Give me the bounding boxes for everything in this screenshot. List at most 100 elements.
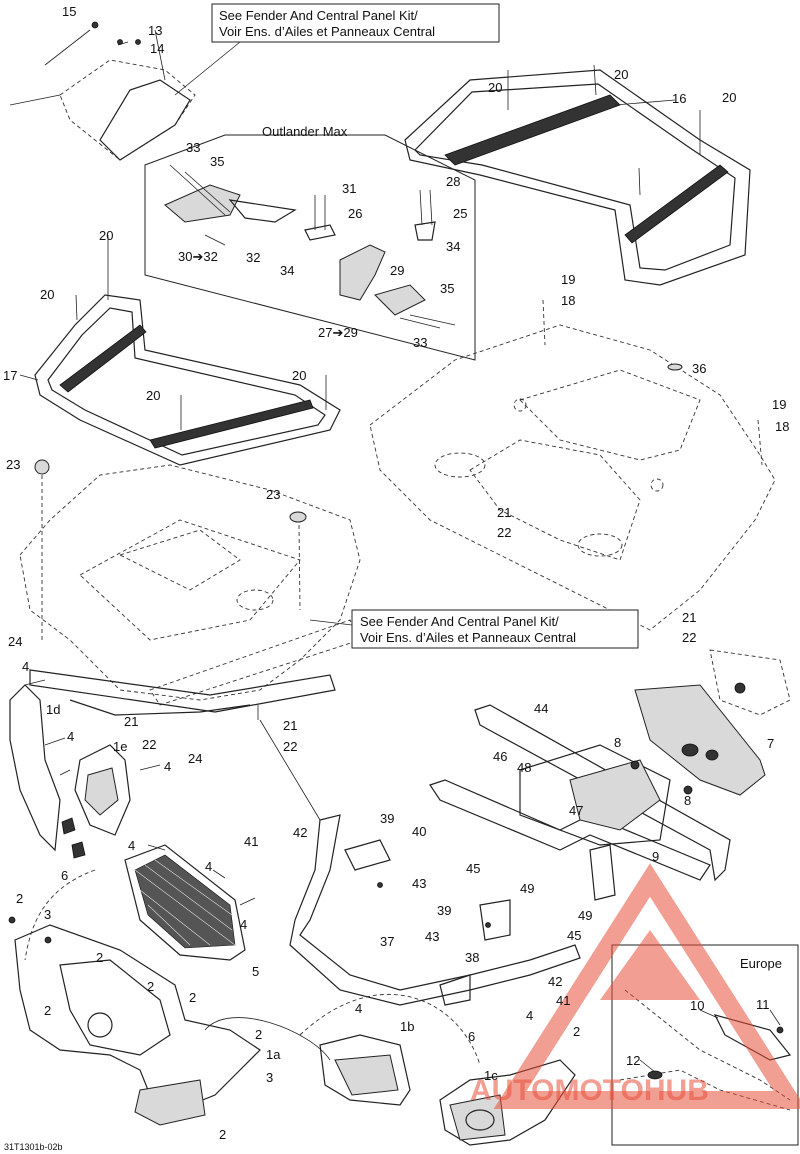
kit-note-mid-line1: See Fender And Central Panel Kit/ xyxy=(360,614,559,629)
label-2c: 2 xyxy=(147,979,154,994)
label-2h: 2 xyxy=(573,1024,580,1039)
label-18a: 18 xyxy=(561,293,575,308)
label-21b: 21 xyxy=(682,610,696,625)
label-23a: 23 xyxy=(6,457,20,472)
label-44: 44 xyxy=(534,701,548,716)
label-34b: 34 xyxy=(446,239,460,254)
label-43a: 43 xyxy=(412,876,426,891)
outlander-max-title: Outlander Max xyxy=(262,124,348,139)
label-45b: 45 xyxy=(567,928,581,943)
label-35a: 35 xyxy=(210,154,224,169)
kit-note-mid xyxy=(309,609,639,649)
label-49a: 49 xyxy=(520,881,534,896)
label-22c: 22 xyxy=(142,737,156,752)
label-2b: 2 xyxy=(96,950,103,965)
label-14: 14 xyxy=(150,41,164,56)
label-38: 38 xyxy=(465,950,479,965)
label-35b: 35 xyxy=(440,281,454,296)
label-46: 46 xyxy=(493,749,507,764)
label-6a: 6 xyxy=(61,868,68,883)
label-41a: 41 xyxy=(244,834,258,849)
label-2g: 2 xyxy=(219,1127,226,1142)
label-8a: 8 xyxy=(614,735,621,750)
label-1a: 1a xyxy=(266,1047,281,1062)
label-18b: 18 xyxy=(775,419,789,434)
label-9: 9 xyxy=(652,849,659,864)
label-23b: 23 xyxy=(266,487,280,502)
label-10: 10 xyxy=(690,998,704,1013)
label-29: 29 xyxy=(390,263,404,278)
label-22a: 22 xyxy=(497,525,511,540)
label-21d: 21 xyxy=(283,718,297,733)
label-3a: 3 xyxy=(44,907,51,922)
label-17: 17 xyxy=(3,368,17,383)
kit-note-top-line1: See Fender And Central Panel Kit/ xyxy=(219,8,418,23)
label-5: 5 xyxy=(252,964,259,979)
label-20b: 20 xyxy=(614,67,628,82)
label-28: 28 xyxy=(446,174,460,189)
label-6b: 6 xyxy=(468,1029,475,1044)
label-2d: 2 xyxy=(189,990,196,1005)
label-42a: 42 xyxy=(293,825,307,840)
label-1b: 1b xyxy=(400,1019,414,1034)
label-41b: 41 xyxy=(556,993,570,1008)
label-8b: 8 xyxy=(684,793,691,808)
tail-light-7 xyxy=(634,649,791,796)
label-27-29: 27➔29 xyxy=(318,325,358,340)
front-grille-5 xyxy=(124,844,256,961)
label-22d: 22 xyxy=(283,739,297,754)
label-36: 36 xyxy=(692,361,706,376)
label-20c: 20 xyxy=(722,90,736,105)
label-4a: 4 xyxy=(22,659,29,674)
label-37: 37 xyxy=(380,934,394,949)
label-40: 40 xyxy=(412,824,426,839)
label-4h: 4 xyxy=(526,1008,533,1023)
top-left-fender-panel xyxy=(9,21,196,161)
side-panel-1b xyxy=(319,1034,411,1106)
label-4e: 4 xyxy=(205,859,212,874)
label-1d: 1d xyxy=(46,702,60,717)
part-labels: 15 13 14 20 20 16 20 33 35 31 28 26 25 3… xyxy=(3,4,789,1142)
label-4c: 4 xyxy=(164,759,171,774)
label-15: 15 xyxy=(62,4,76,19)
label-26: 26 xyxy=(348,206,362,221)
label-20d: 20 xyxy=(99,228,113,243)
label-42b: 42 xyxy=(548,974,562,989)
front-bumper-1a xyxy=(8,869,331,1126)
label-4g: 4 xyxy=(355,1001,362,1016)
label-13: 13 xyxy=(148,23,162,38)
rear-fender-body xyxy=(369,299,776,631)
side-panels-left xyxy=(9,679,161,859)
label-2a: 2 xyxy=(16,891,23,906)
rear-frame-44 xyxy=(429,704,731,901)
rear-rack-16 xyxy=(404,64,751,286)
label-33b: 33 xyxy=(413,335,427,350)
label-22b: 22 xyxy=(682,630,696,645)
label-19b: 19 xyxy=(772,397,786,412)
label-12: 12 xyxy=(626,1053,640,1068)
outlander-max-inset xyxy=(144,134,476,361)
kit-note-mid-line2: Voir Ens. d’Ailes et Panneaux Central xyxy=(360,630,576,645)
label-25: 25 xyxy=(453,206,467,221)
label-24a: 24 xyxy=(8,634,22,649)
label-1c: 1c xyxy=(484,1068,498,1083)
label-21c: 21 xyxy=(124,714,138,729)
diagram-code: 31T1301b-02b xyxy=(4,1142,63,1152)
label-49b: 49 xyxy=(578,908,592,923)
front-frame-37 xyxy=(257,705,581,1006)
label-2e: 2 xyxy=(44,1003,51,1018)
label-24b: 24 xyxy=(188,751,202,766)
label-39b: 39 xyxy=(437,903,451,918)
europe-title: Europe xyxy=(740,956,782,971)
watermark-logo xyxy=(493,863,800,1109)
label-11: 11 xyxy=(756,997,770,1012)
label-39a: 39 xyxy=(380,811,394,826)
label-31: 31 xyxy=(342,181,356,196)
label-16: 16 xyxy=(672,91,686,106)
label-7: 7 xyxy=(767,736,774,751)
kit-note-top-line2: Voir Ens. d’Ailes et Panneaux Central xyxy=(219,24,435,39)
label-45a: 45 xyxy=(466,861,480,876)
label-20g: 20 xyxy=(146,388,160,403)
